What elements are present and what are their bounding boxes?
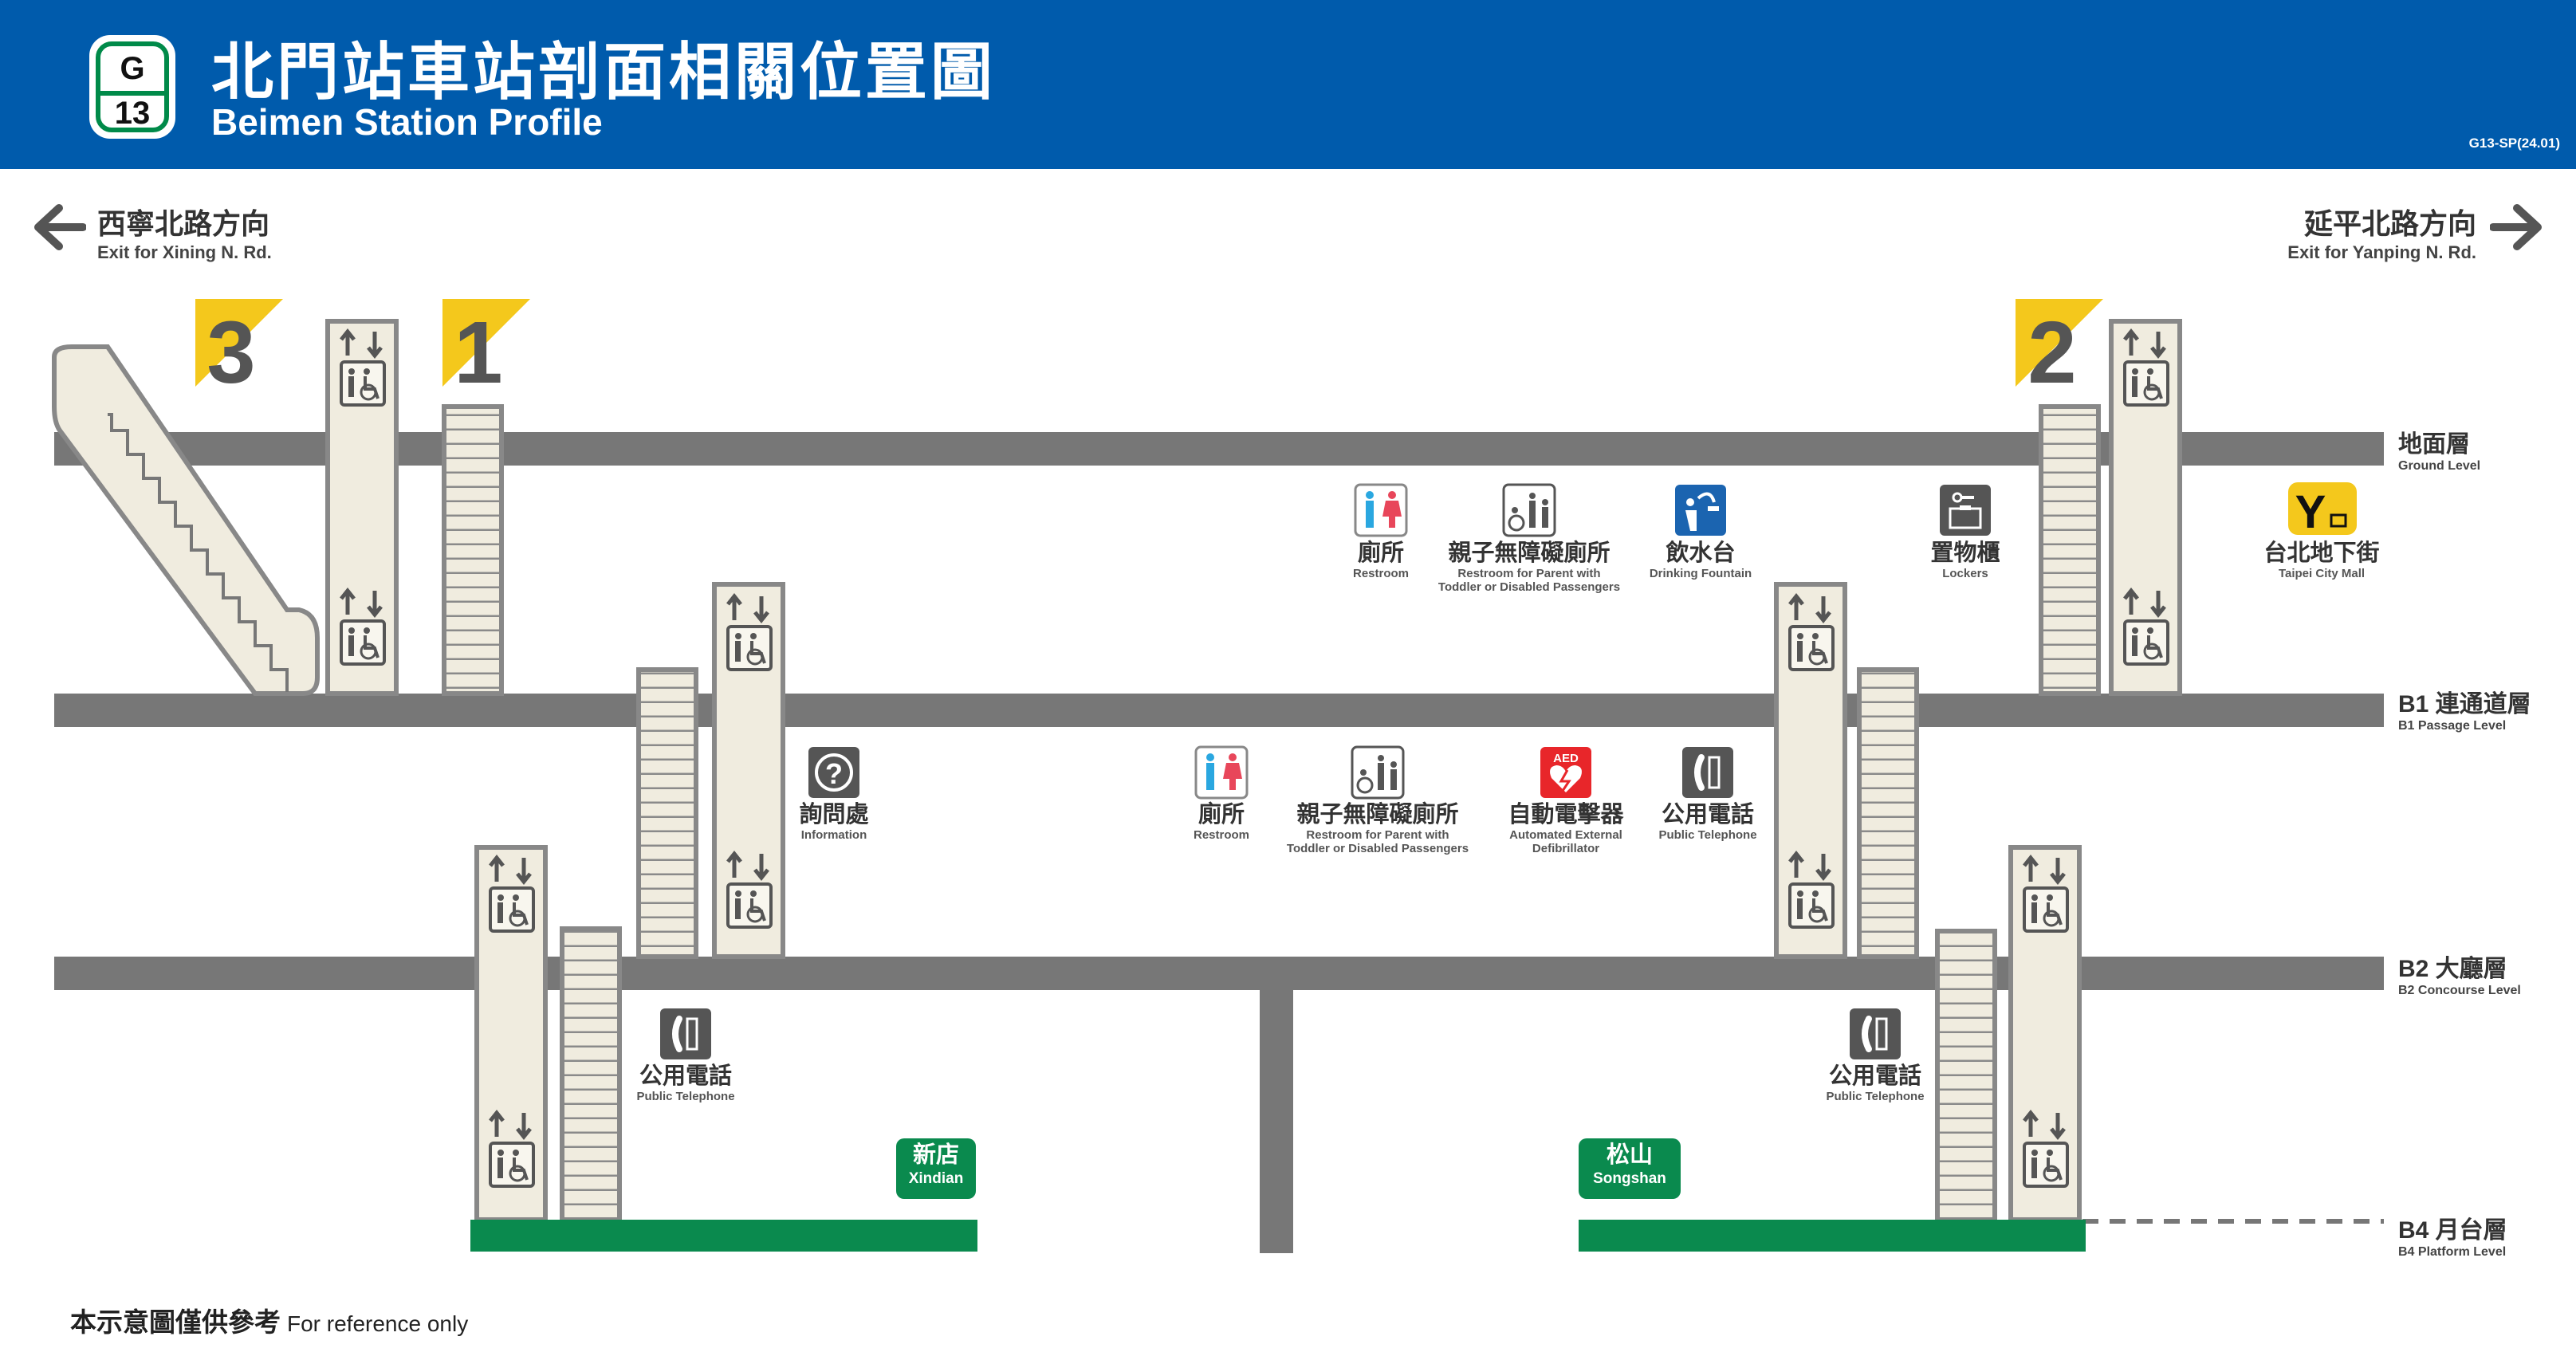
exit-1-number: 1: [454, 304, 502, 402]
stairs-b1-b2-left: [636, 667, 698, 959]
exit-3-number: 3: [206, 304, 255, 402]
restroom-icon: [1194, 745, 1249, 800]
line-code: G: [120, 51, 145, 86]
locker-icon: [1940, 485, 1991, 536]
facility-telephone-b4-right: 公用電話 Public Telephone: [1826, 1063, 1925, 1103]
stairs-exit-2: [2039, 404, 2101, 696]
facility-family-restroom-b1: 親子無障礙廁所 Restroom for Parent with Toddler…: [1437, 540, 1621, 594]
elevator-exit-2: [2109, 319, 2182, 696]
facility-drinking-fountain: 飲水台 Drinking Fountain: [1649, 540, 1752, 580]
station-number: 13: [114, 96, 151, 131]
facility-taipei-city-mall: 台北地下街 Taipei City Mall: [2263, 540, 2380, 580]
elevator-b1-b2-right: [1774, 582, 1847, 959]
page-title: 北門站車站剖面相關位置圖: [211, 37, 997, 107]
level-ground-en: Ground Level: [2398, 459, 2481, 473]
b1-slab: [54, 694, 2384, 727]
aed-icon: AED: [1540, 747, 1591, 798]
svg-text:?: ?: [825, 757, 843, 790]
facility-restroom-b2: 廁所 Restroom: [1193, 802, 1250, 842]
level-b1-en: B1 Passage Level: [2398, 719, 2507, 733]
platform-xindian: [470, 1220, 977, 1252]
level-b2: B2 大廳層 B2 Concourse Level: [2398, 949, 2521, 998]
mall-icon: Y: [2288, 482, 2357, 538]
stairs-b2-b4-left: [560, 926, 622, 1222]
information-icon: ?: [808, 747, 859, 798]
arrow-right-icon: [2490, 204, 2542, 250]
level-b1-zh: B1 連通道層: [2398, 691, 2531, 717]
family-restroom-icon: [1351, 745, 1405, 800]
telephone-icon: [1850, 1008, 1901, 1059]
facility-information: 詢問處 Information: [799, 802, 869, 842]
facility-family-restroom-b2: 親子無障礙廁所 Restroom for Parent with Toddler…: [1286, 802, 1469, 855]
direction-right-en: Exit for Yanping N. Rd.: [2287, 242, 2476, 262]
level-ground: 地面層 Ground Level: [2398, 424, 2480, 474]
telephone-icon: [660, 1008, 711, 1059]
direction-right: 延平北路方向 Exit for Yanping N. Rd.: [2287, 201, 2476, 263]
drinking-fountain-icon: [1675, 485, 1726, 536]
station-code-badge: G 13: [89, 35, 175, 139]
ground-slab: [54, 432, 2384, 466]
platform-songshan: [1579, 1220, 2086, 1252]
stairs-exit-1: [442, 404, 504, 696]
facility-telephone-b4-left: 公用電話 Public Telephone: [636, 1063, 735, 1103]
elevator-b2-b4-left: [474, 845, 548, 1222]
facility-aed: 自動電擊器 Automated External Defibrillator: [1508, 802, 1624, 855]
direction-right-zh: 延平北路方向: [2303, 207, 2476, 240]
platform-xindian-en: Xindian: [908, 1170, 964, 1187]
arrow-left-icon: [34, 204, 86, 250]
level-b2-zh: B2 大廳層: [2398, 956, 2507, 982]
mall-badge-letter: Y: [2295, 486, 2326, 538]
direction-left-zh: 西寧北路方向: [97, 207, 270, 240]
exit-3-sign: 3: [195, 299, 283, 402]
exit-3-escalator: [52, 344, 320, 696]
facility-lockers: 置物櫃 Lockers: [1930, 540, 2000, 580]
header-bar: G 13 北門站車站剖面相關位置圖 Beimen Station Profile…: [0, 0, 2576, 169]
facility-telephone-b2: 公用電話 Public Telephone: [1658, 802, 1757, 842]
platform-sign-songshan: 松山 Songshan: [1579, 1138, 1681, 1199]
stairs-b1-b2-right: [1857, 667, 1919, 959]
centre-column: [1260, 990, 1293, 1253]
exit-2-sign: 2: [2016, 299, 2103, 402]
aed-text: AED: [1553, 752, 1579, 765]
level-b4-zh: B4 月台層: [2398, 1217, 2507, 1244]
document-code: G13-SP(24.01): [2468, 136, 2560, 151]
telephone-icon: [1682, 747, 1733, 798]
page-subtitle: Beimen Station Profile: [211, 101, 603, 143]
footnote-en: For reference only: [287, 1311, 469, 1336]
level-b4-en: B4 Platform Level: [2398, 1245, 2507, 1259]
facility-restroom-b1: 廁所 Restroom: [1352, 540, 1410, 580]
level-b2-en: B2 Concourse Level: [2398, 984, 2521, 997]
platform-songshan-zh: 松山: [1606, 1142, 1653, 1168]
footnote-zh: 本示意圖僅供參考: [70, 1307, 281, 1337]
family-restroom-icon: [1502, 483, 1556, 537]
level-b4: B4 月台層 B4 Platform Level: [2398, 1210, 2507, 1260]
restroom-icon: [1354, 483, 1408, 537]
platform-xindian-zh: 新店: [912, 1142, 959, 1168]
direction-left: 西寧北路方向 Exit for Xining N. Rd.: [97, 201, 272, 263]
exit-2-number: 2: [2027, 304, 2076, 402]
platform-songshan-en: Songshan: [1593, 1170, 1666, 1187]
elevator-b2-b4-right: [2008, 845, 2082, 1222]
stairs-b2-b4-right: [1935, 929, 1997, 1222]
level-b1: B1 連通道層 B1 Passage Level: [2398, 684, 2531, 733]
platform-sign-xindian: 新店 Xindian: [896, 1138, 976, 1199]
elevator-exit-3: [325, 319, 399, 696]
elevator-b1-b2-left: [712, 582, 785, 959]
exit-1-sign: 1: [442, 299, 530, 402]
level-ground-zh: 地面層: [2398, 431, 2470, 458]
direction-left-en: Exit for Xining N. Rd.: [97, 242, 272, 262]
